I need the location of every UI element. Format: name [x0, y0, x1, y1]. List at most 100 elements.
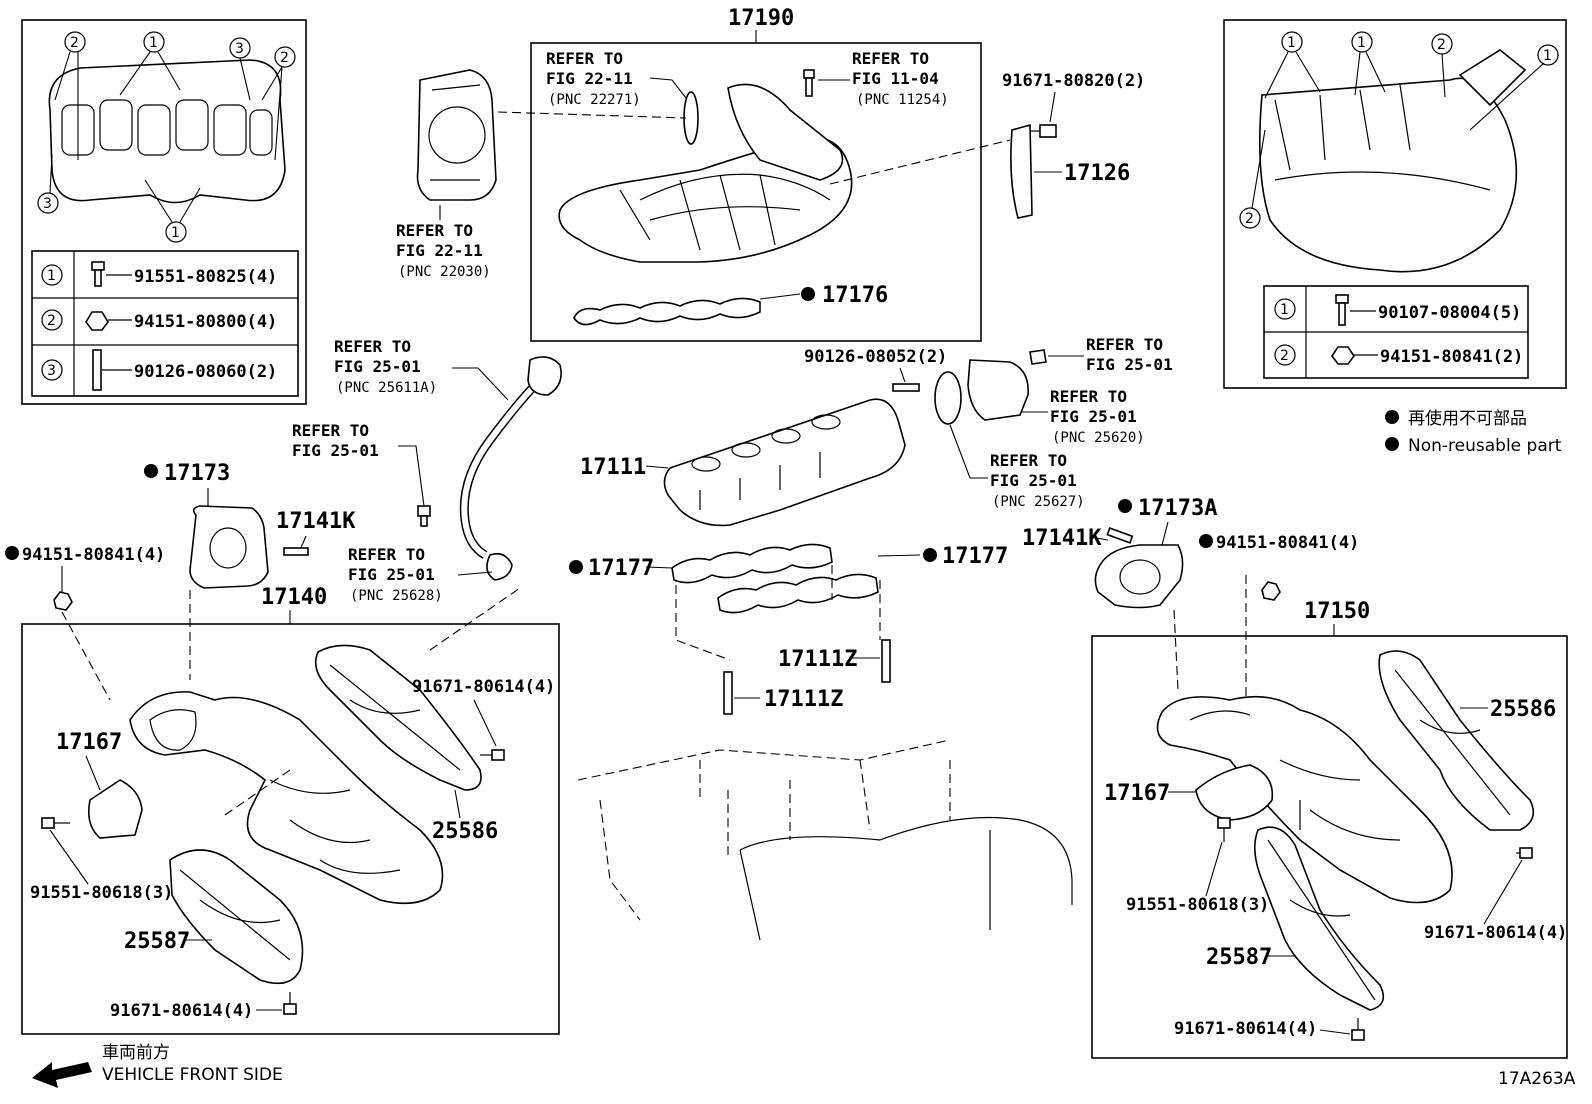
- manifold-detail: [149, 709, 401, 874]
- heat-insulator-drawing: [1258, 77, 1518, 273]
- throttle-body-group: REFER TO FIG 22-11 (PNC 22030): [396, 69, 687, 280]
- exhaust-gasket-group: 17177 17177 17111Z 17111Z: [569, 543, 1008, 715]
- refer-label: REFER TO: [852, 49, 929, 68]
- gasket-bore: [209, 527, 247, 569]
- refer-label: REFER TO: [292, 421, 369, 440]
- refer-label: (PNC 22030): [398, 264, 491, 280]
- refer-label: (PNC 25611A): [336, 380, 437, 396]
- callout-17167-right: 17167: [1104, 781, 1170, 806]
- callout-17173A: 17173A: [1138, 496, 1217, 521]
- refer-label: REFER TO: [334, 337, 411, 356]
- legend-row: 1 91551-80825(4): [41, 261, 277, 287]
- refer-label: REFER TO: [1050, 387, 1127, 406]
- callout-17190: 17190: [728, 6, 794, 31]
- callout-17111: 17111: [580, 455, 646, 480]
- leader-line: [473, 699, 497, 747]
- callout-94151-80841-right: 94151-80841(4): [1216, 533, 1359, 553]
- throttle-body-drawing: [416, 69, 497, 201]
- callout-circle: 1: [165, 221, 187, 243]
- gasket-bore: [1119, 559, 1161, 595]
- manifold-detail: [619, 173, 831, 251]
- refer-label: FIG 25-01: [348, 565, 435, 584]
- svg-text:2: 2: [1280, 348, 1289, 364]
- svg-text:3: 3: [235, 41, 244, 57]
- egr-valve-gasket: [934, 371, 962, 425]
- egr-pipe-fill: [461, 377, 543, 558]
- leader-lines: [49, 51, 283, 223]
- exhaust-manifold-left-drawing: [129, 691, 444, 905]
- svg-text:91551-80825(4): 91551-80825(4): [134, 267, 277, 287]
- svg-text:94151-80800(4): 94151-80800(4): [134, 312, 277, 332]
- nut-drawing: [53, 591, 73, 611]
- refer-label: FIG 22-11: [396, 241, 483, 260]
- manifold-plenum: [727, 83, 844, 181]
- leader-line: [1089, 536, 1109, 541]
- callout-circle: 2: [1239, 207, 1261, 229]
- legend-row: 1 90107-08004(5): [1274, 294, 1521, 326]
- refer-label: REFER TO: [546, 49, 623, 68]
- callout-91671-80614-lower-left: 91671-80614(4): [110, 1001, 253, 1021]
- callout-91551-80618-left: 91551-80618(3): [30, 883, 173, 903]
- engine-solid: [739, 816, 1073, 941]
- leader-line: [1483, 859, 1523, 925]
- bolt-drawing: [805, 77, 813, 97]
- legend-row: 2 94151-80800(4): [41, 309, 277, 332]
- callout-circle: 2: [64, 31, 86, 53]
- svg-text:90107-08004(5): 90107-08004(5): [1378, 303, 1521, 323]
- leader-line: [645, 465, 669, 469]
- dashed-leader: [675, 565, 881, 661]
- box-17140: [21, 623, 560, 1035]
- callout-17141K-left: 17141K: [276, 509, 356, 534]
- legend-row: 2 94151-80841(2): [1274, 344, 1523, 367]
- nonreusable-dot: [801, 287, 815, 301]
- refer-label: FIG 25-01: [1086, 355, 1173, 374]
- leader-line: [645, 566, 673, 569]
- bolt-drawing: [1351, 1029, 1365, 1041]
- head-port: [771, 428, 801, 444]
- egr-pipe-group: REFER TO FIG 25-01 (PNC 25611A) REFER TO…: [292, 337, 562, 604]
- callout-17111Z-upper: 17111Z: [778, 647, 857, 672]
- bolt-drawing: [41, 817, 55, 829]
- leader-line: [1049, 91, 1056, 123]
- egr-valve-group: REFER TO FIG 25-01 REFER TO FIG 25-01 (P…: [934, 335, 1173, 510]
- right-exhaust-group: 17173A 17141K 94151-80841(4) 17150 17167…: [1022, 496, 1568, 1059]
- refer-label: FIG 25-01: [1050, 407, 1137, 426]
- left-exhaust-group: 17173 17141K 94151-80841(4) 17140 17167 …: [5, 461, 560, 1035]
- insulator-detail: [1267, 839, 1376, 1001]
- front-arrow-icon: [32, 1062, 92, 1088]
- front-label-en: VEHICLE FRONT SIDE: [102, 1065, 283, 1085]
- callout-25587-right: 25587: [1206, 945, 1272, 970]
- legend-row: 3 90126-08060(2): [41, 349, 277, 391]
- insulator-detail: [1274, 84, 1491, 191]
- inset-top-right-frame: [1223, 19, 1567, 389]
- callout-17150: 17150: [1304, 599, 1370, 624]
- figure-code: 17A263A: [1498, 1069, 1576, 1089]
- svg-text:1: 1: [47, 268, 56, 284]
- callout-25587-left: 25587: [124, 929, 190, 954]
- leader-line: [49, 829, 89, 885]
- svg-text:1: 1: [1287, 35, 1296, 51]
- nut-drawing: [1029, 349, 1047, 365]
- callout-circle: 1: [143, 31, 165, 53]
- svg-text:3: 3: [47, 363, 56, 379]
- nonreusable-dot: [569, 560, 583, 574]
- bolt-drawing: [1217, 817, 1231, 829]
- leader-line: [454, 789, 461, 819]
- leader-line: [85, 755, 101, 791]
- leader-line: [899, 367, 906, 383]
- refer-label: REFER TO: [1086, 335, 1163, 354]
- callout-17177-right: 17177: [942, 544, 1008, 569]
- callout-circle: 2: [274, 46, 296, 68]
- refer-label: FIG 22-11: [546, 69, 633, 88]
- egr-valve-drawing: [967, 359, 1029, 421]
- stud-drawing: [723, 671, 733, 715]
- callout-circle: 1: [1537, 44, 1559, 66]
- manifold-detail: [1189, 710, 1401, 841]
- front-label-jp: 車両前方: [102, 1043, 170, 1063]
- callout-circle: 1: [1351, 31, 1373, 53]
- throttle-bore: [428, 106, 486, 164]
- callout-90126-08052: 90126-08052(2): [804, 347, 947, 367]
- svg-text:2: 2: [1245, 211, 1254, 227]
- callout-17177-left: 17177: [588, 556, 654, 581]
- leader-line: [877, 554, 921, 557]
